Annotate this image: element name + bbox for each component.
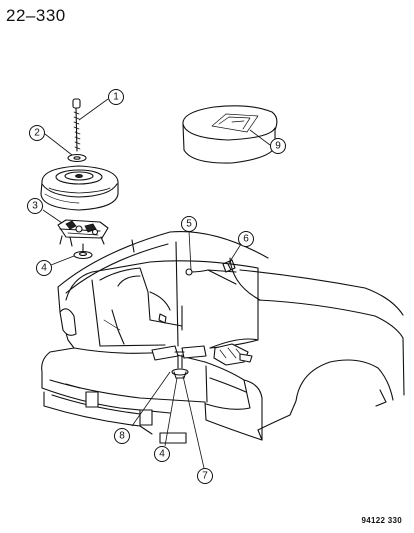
callout-2-label: 2 [34,128,40,139]
callout-9-label: 9 [275,141,281,152]
callout-5: 5 [181,216,197,232]
callout-8-label: 8 [119,431,125,442]
spare-tire-cover [182,105,278,164]
callout-5-label: 5 [186,219,192,230]
callout-9: 9 [270,138,286,154]
spare-tire [40,165,119,211]
hold-down-bolt [72,98,81,152]
page-number: 22–330 [6,6,66,25]
support-rod [185,268,237,285]
callout-4-lower-circle [154,446,170,462]
figure-code: 94122 330 [361,516,402,525]
callout-4-lower-label: 4 [159,449,165,460]
callout-7-label: 7 [202,471,208,482]
callout-4-upper: 4 [36,260,52,276]
callout-9-circle [270,138,286,154]
callout-1: 1 [108,89,124,105]
jack-bracket [151,241,207,379]
callout-8-circle [114,428,130,444]
callout-4-upper-label: 4 [41,263,47,274]
clip [222,259,236,273]
washer [67,153,87,163]
wing-nut [73,243,93,260]
leader-lines [42,98,271,469]
callout-5-circle [181,216,197,232]
callout-7: 7 [197,468,213,484]
callout-1-label: 1 [113,92,119,103]
callout-6-circle [238,231,254,247]
callout-1-circle [108,89,124,105]
callout-8: 8 [114,428,130,444]
callout-2: 2 [29,125,45,141]
callout-4-upper-circle [36,260,52,276]
jack-assembly [57,219,109,247]
vehicle-body [41,231,405,444]
callout-3-circle [27,198,43,214]
callout-6-label: 6 [243,234,249,245]
callout-2-circle [29,125,45,141]
callout-3-label: 3 [32,201,38,212]
callout-7-circle [197,468,213,484]
callout-4-lower: 4 [154,446,170,462]
callout-6: 6 [238,231,254,247]
callout-3: 3 [27,198,43,214]
